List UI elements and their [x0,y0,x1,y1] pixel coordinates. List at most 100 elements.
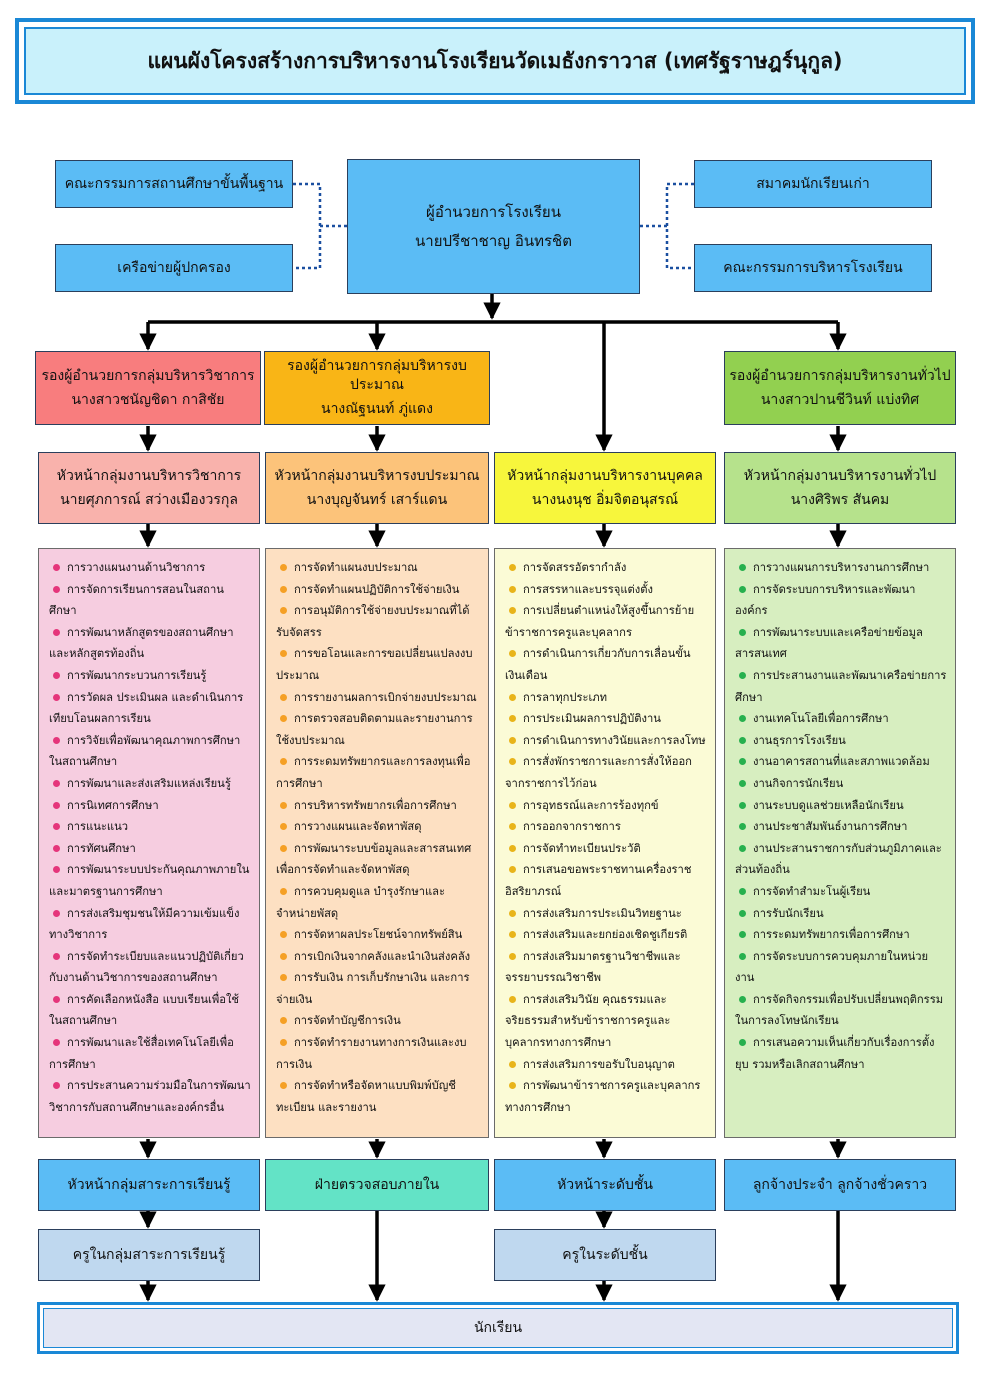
deputy-academic-box: รองผู้อำนวยการกลุ่มบริหารวิชาการ นางสาวช… [35,351,261,425]
school-admin-committee-box: คณะกรรมการบริหารโรงเรียน [694,244,932,292]
task-item: การประเมินผลการปฏิบัติงาน [505,708,707,730]
task-item: การคัดเลือกหนังสือ แบบเรียนเพื่อใช้ในสถา… [49,989,251,1032]
task-item: การส่งเสริมมาตรฐานวิชาชีพและจรรยาบรรณวิช… [505,946,707,989]
task-item: การจัดทำสำมะโนผู้เรียน [735,881,947,903]
task-item: การสรรหาและบรรจุแต่งตั้ง [505,579,707,601]
head-personnel-name: นางนงนุช อิ่มจิตอนุสรณ์ [531,491,679,508]
head-budget-box: หัวหน้ากลุ่มงานบริหารงบประมาณ นางบุญจันท… [265,452,489,524]
task-item: การทัศนศึกษา [49,838,251,860]
task-item: การวางแผนและจัดหาพัสดุ [276,816,480,838]
task-item: การระดมทรัพยากรและการลงทุนเพื่อการศึกษา [276,751,480,794]
task-item: งานธุรการโรงเรียน [735,730,947,752]
task-item: การจัดทำหรือจัดหาแบบพิมพ์บัญชีทะเบียน แล… [276,1075,480,1118]
task-item: การจัดการเรียนการสอนในสถานศึกษา [49,579,251,622]
task-item: งานเทคโนโลยีเพื่อการศึกษา [735,708,947,730]
head-general-name: นางศิริพร สันคม [790,491,890,508]
task-item: การประสานความร่วมมือในการพัฒนาวิชาการกับ… [49,1075,251,1118]
task-item: การจัดทำทะเบียนประวัติ [505,838,707,860]
internal-audit-box: ฝ่ายตรวจสอบภายใน [265,1159,489,1211]
task-item: การรับนักเรียน [735,903,947,925]
task-item: การสั่งพักราชการและการสั่งให้ออกจากราชกา… [505,751,707,794]
basic-school-board-box: คณะกรรมการสถานศึกษาขั้นพื้นฐาน [55,160,293,208]
task-item: งานอาคารสถานที่และสภาพแวดล้อม [735,751,947,773]
budget-task-items: การจัดทำแผนงบประมาณการจัดทำแผนปฏิบัติการ… [276,557,480,1118]
task-item: การพัฒนาและส่งเสริมแหล่งเรียนรู้ [49,773,251,795]
alumni-association-box: สมาคมนักเรียนเก่า [694,160,932,208]
director-box: ผู้อำนวยการโรงเรียน นายปรีชาชาญ อินทรชิต [347,159,640,294]
task-item: การดำเนินการเกี่ยวกับการเลื่อนขั้นเงินเด… [505,643,707,686]
deputy-general-box: รองผู้อำนวยการกลุ่มบริหารงานทั่วไป นางสา… [724,351,956,425]
task-item: การพัฒนากระบวนการเรียนรู้ [49,665,251,687]
deputy-general-name: นางสาวปานชีวินท์ แบ่งทิศ [760,391,920,408]
task-item: การบริหารทรัพยากรเพื่อการศึกษา [276,795,480,817]
task-item: การจัดทำแผนปฏิบัติการใช้จ่ายเงิน [276,579,480,601]
task-item: การขอโอนและการขอเปลี่ยนแปลงงบประมาณ [276,643,480,686]
task-item: การเบิกเงินจากคลังและนำเงินส่งคลัง [276,946,480,968]
director-name: นายปรีชาชาญ อินทรชิต [415,231,572,250]
task-item: การอนุมัติการใช้จ่ายงบประมาณที่ได้รับจัด… [276,600,480,643]
task-item: งานประชาสัมพันธ์งานการศึกษา [735,816,947,838]
task-item: การจัดทำบัญชีการเงิน [276,1010,480,1032]
head-academic-role: หัวหน้ากลุ่มงานบริหารวิชาการ [56,467,242,484]
students-frame: นักเรียน [37,1302,959,1354]
task-item: การเสนอขอพระราชทานเครื่องราชอิสริยาภรณ์ [505,859,707,902]
task-item: การวางแผนงานด้านวิชาการ [49,557,251,579]
task-item: การพัฒนาระบบและเครือข่ายข้อมูลสารสนเทศ [735,622,947,665]
budget-task-list: การจัดทำแผนงบประมาณการจัดทำแผนปฏิบัติการ… [265,548,489,1138]
task-item: การส่งเสริมวินัย คุณธรรมและจริยธรรมสำหรั… [505,989,707,1054]
academic-task-items: การวางแผนงานด้านวิชาการการจัดการเรียนการ… [49,557,251,1118]
task-item: การรายงานผลการเบิกจ่ายงบประมาณ [276,687,480,709]
task-item: การออกจากราชการ [505,816,707,838]
head-academic-box: หัวหน้ากลุ่มงานบริหารวิชาการ นายศุภการณ์… [38,452,260,524]
personnel-task-items: การจัดสรรอัตรากำลังการสรรหาและบรรจุแต่งต… [505,557,707,1118]
parent-network-box: เครือข่ายผู้ปกครอง [55,244,293,292]
subject-heads-box: หัวหน้ากลุ่มสาระการเรียนรู้ [38,1159,260,1211]
task-item: การแนะแนว [49,816,251,838]
head-personnel-role: หัวหน้ากลุ่มงานบริหารงานบุคคล [507,467,703,484]
deputy-academic-role: รองผู้อำนวยการกลุ่มบริหารวิชาการ [41,367,255,384]
task-item: การส่งเสริมการขอรับใบอนุญาต [505,1054,707,1076]
task-item: การส่งเสริมชุมชนให้มีความเข้มแข็งทางวิชา… [49,903,251,946]
head-budget-role: หัวหน้ากลุ่มงานบริหารงบประมาณ [274,467,480,484]
task-item: การจัดทำแผนงบประมาณ [276,557,480,579]
deputy-academic-name: นางสาวชนัญชิดา กาสิชัย [71,391,225,408]
task-item: การพัฒนาข้าราชการครูและบุคลากรทางการศึกษ… [505,1075,707,1118]
task-item: การจัดหาผลประโยชน์จากทรัพย์สิน [276,924,480,946]
task-item: การส่งเสริมและยกย่องเชิดชูเกียรติ [505,924,707,946]
task-item: การดำเนินการทางวินัยและการลงโทษ [505,730,707,752]
deputy-general-role: รองผู้อำนวยการกลุ่มบริหารงานทั่วไป [729,367,951,384]
task-item: การจัดระบบการควบคุมภายในหน่วยงาน [735,946,947,989]
task-item: การพัฒนาและใช้สื่อเทคโนโลยีเพื่อการศึกษา [49,1032,251,1075]
task-item: การเสนอความเห็นเกี่ยวกับเรื่องการตั้ง ยุ… [735,1032,947,1075]
task-item: การวางแผนการบริหารงานการศึกษา [735,557,947,579]
task-item: การจัดทำระเบียบและแนวปฏิบัติเกี่ยวกับงาน… [49,946,251,989]
task-item: งานประสานราชการกับส่วนภูมิภาคและส่วนท้อง… [735,838,947,881]
director-role: ผู้อำนวยการโรงเรียน [426,203,561,222]
general-task-items: การวางแผนการบริหารงานการศึกษาการจัดระบบก… [735,557,947,1075]
general-task-list: การวางแผนการบริหารงานการศึกษาการจัดระบบก… [724,548,956,1138]
task-item: การอุทธรณ์และการร้องทุกข์ [505,795,707,817]
task-item: การควบคุมดูแล บำรุงรักษาและจำหน่ายพัสดุ [276,881,480,924]
deputy-budget-box: รองผู้อำนวยการกลุ่มบริหารงบประมาณ นางณัฐ… [264,351,490,425]
students-box: นักเรียน [43,1308,953,1348]
task-item: การนิเทศการศึกษา [49,795,251,817]
staff-employees-box: ลูกจ้างประจำ ลูกจ้างชั่วคราว [724,1159,956,1211]
task-item: การวัดผล ประเมินผล และดำเนินการเทียบโอนผ… [49,687,251,730]
task-item: การจัดระบบการบริหารและพัฒนาองค์กร [735,579,947,622]
head-academic-name: นายศุภการณ์ สว่างเมืองวรกุล [60,491,238,508]
task-item: การระดมทรัพยากรเพื่อการศึกษา [735,924,947,946]
task-item: การเปลี่ยนตำแหน่งให้สูงขึ้นการย้ายข้าราช… [505,600,707,643]
task-item: การพัฒนาระบบประกันคุณภาพภายในและมาตรฐานก… [49,859,251,902]
task-item: การจัดกิจกรรมเพื่อปรับเปลี่ยนพฤติกรรมในก… [735,989,947,1032]
deputy-budget-role: รองผู้อำนวยการกลุ่มบริหารงบประมาณ [287,358,467,394]
personnel-task-list: การจัดสรรอัตรากำลังการสรรหาและบรรจุแต่งต… [494,548,716,1138]
head-budget-name: นางบุญจันทร์ เสาร์แดน [306,491,448,508]
task-item: การวิจัยเพื่อพัฒนาคุณภาพการศึกษาในสถานศึ… [49,730,251,773]
task-item: การลาทุกประเภท [505,687,707,709]
task-item: การตรวจสอบติดตามและรายงานการใช้งบประมาณ [276,708,480,751]
task-item: การจัดสรรอัตรากำลัง [505,557,707,579]
task-item: การรับเงิน การเก็บรักษาเงิน และการจ่ายเง… [276,967,480,1010]
task-item: การส่งเสริมการประเมินวิทยฐานะ [505,903,707,925]
head-general-box: หัวหน้ากลุ่มงานบริหารงานทั่วไป นางศิริพร… [724,452,956,524]
